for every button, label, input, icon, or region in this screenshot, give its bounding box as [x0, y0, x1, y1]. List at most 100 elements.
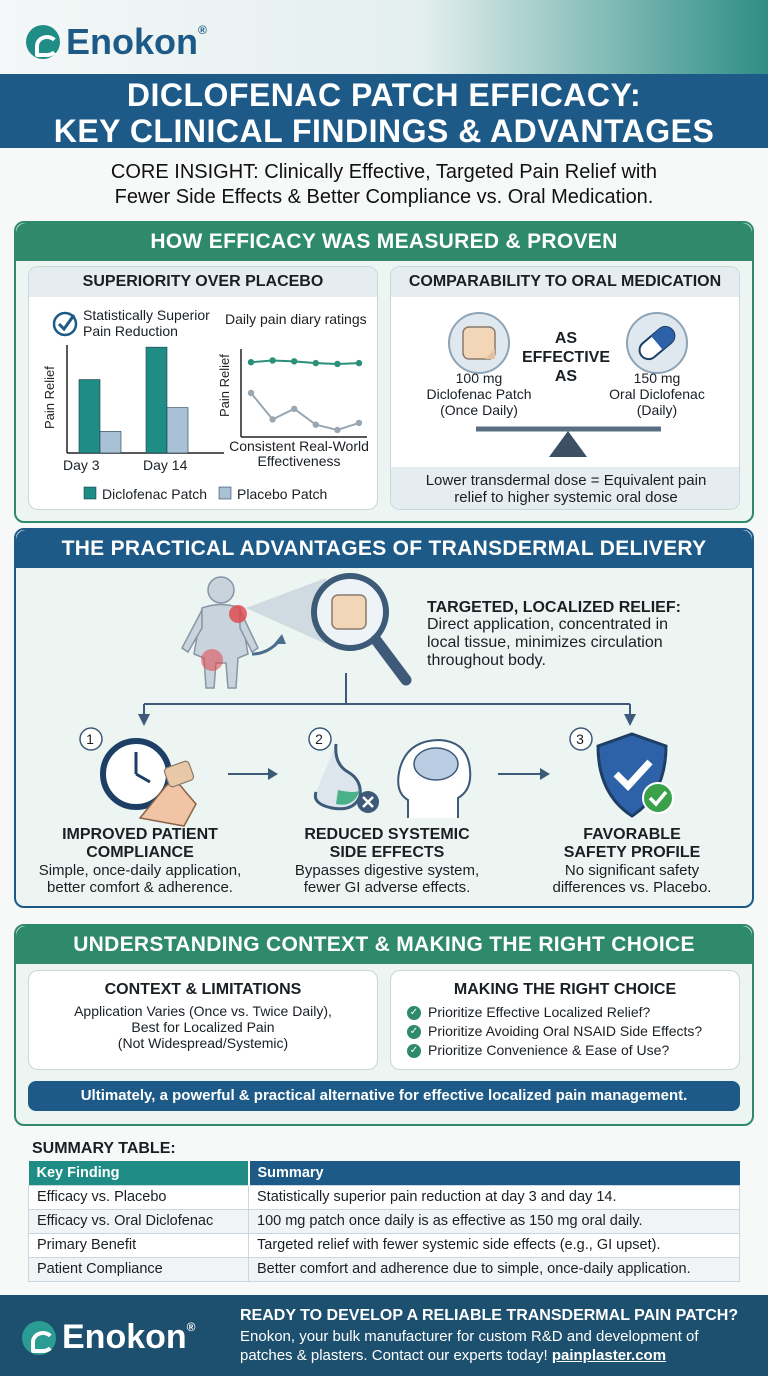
balance-scale-icon [476, 426, 661, 457]
line-caption-2: Effectiveness [257, 453, 341, 469]
benefit-compliance-title-1: IMPROVED PATIENT [62, 826, 218, 843]
center-line-2: EFFECTIVE [521, 349, 610, 366]
bar-ylabel: Pain Relief [42, 366, 57, 429]
choice-item: ✓ Prioritize Avoiding Oral NSAID Side Eff… [407, 1022, 739, 1041]
oral-note-line-1: Lower transdermal dose = Equivalent pain [425, 472, 707, 489]
bar-placebo-day3 [99, 431, 122, 454]
targeted-line-1: Direct application, concentrated in [427, 616, 669, 633]
summary-header-row: Key Finding Summary [28, 1161, 740, 1185]
benefit-compliance: IMPROVED PATIENT COMPLIANCE Simple, once… [20, 826, 260, 896]
context-heading: CONTEXT & LIMITATIONS [104, 981, 302, 998]
context-line-2: Best for Localized Pain [131, 1019, 275, 1035]
advantages-illustration [79, 573, 674, 827]
placebo-card-heading: SUPERIORITY OVER PLACEBO [29, 267, 377, 297]
footer-brand-name: Enokon [62, 1318, 187, 1356]
benefit-side-effects-desc-1: Bypasses digestive system, [294, 862, 480, 879]
footer-brand-registered: ® [186, 1320, 196, 1334]
footer-website-link[interactable]: painplaster.com [551, 1347, 667, 1364]
pain-spot-back [201, 649, 223, 671]
footer-text: Enokon, your bulk manufacturer for custo… [240, 1327, 699, 1365]
line-point-1-6 [355, 359, 363, 367]
oral-card-heading: COMPARABILITY TO ORAL MEDICATION [391, 267, 739, 297]
key-finding-cell: Patient Compliance [28, 1256, 249, 1282]
stomach-icon [313, 743, 379, 813]
choice-heading: MAKING THE RIGHT CHOICE [453, 981, 677, 998]
line-point-2-1 [247, 389, 255, 397]
benefit-safety-desc-1: No significant safety [564, 862, 700, 879]
check-icon: ✓ [407, 1005, 421, 1020]
benefit-side-effects: REDUCED SYSTEMIC SIDE EFFECTS Bypasses d… [267, 826, 507, 896]
oral-dose-line-3: (Daily) [636, 402, 678, 418]
oral-card: COMPARABILITY TO ORAL MEDICATION AS [390, 266, 740, 510]
line-point-2-3 [291, 405, 298, 413]
choice-text: Prioritize Avoiding Oral NSAID Side Effe… [428, 1023, 703, 1039]
check-circle-icon [52, 311, 78, 337]
step-number-1: 1 [86, 731, 94, 747]
pain-spot-shoulder [229, 605, 247, 623]
hand-patch-icon [138, 760, 197, 827]
legend-placebo-swatch [218, 486, 232, 500]
patch-dose-line-3: (Once Daily) [440, 402, 518, 418]
oral-note-bg [391, 467, 739, 509]
footer [0, 1295, 768, 1376]
section-efficacy-heading: HOW EFFICACY WAS MEASURED & PROVEN [16, 223, 752, 261]
choice-text: Prioritize Convenience & Ease of Use? [428, 1042, 670, 1058]
brand-name: Enokon [66, 21, 198, 62]
targeted-line-2: local tissue, minimizes circulation [427, 634, 663, 651]
check-icon: ✓ [407, 1024, 421, 1039]
line-series-1 [250, 359, 360, 365]
benefit-compliance-title-2: COMPLIANCE [86, 844, 194, 861]
top-bar [0, 0, 768, 74]
line-point-1-1 [247, 359, 255, 366]
key-finding-cell: Primary Benefit [28, 1232, 249, 1258]
body-silhouette-icon [181, 576, 259, 689]
oral-dose-line-2: Oral Diclofenac [609, 386, 705, 402]
line-point-2-5 [334, 426, 341, 434]
benefit-safety: FAVORABLE SAFETY PROFILE No significant … [512, 826, 752, 896]
choice-text: Prioritize Effective Localized Relief? [428, 1004, 651, 1020]
section-advantages-heading: THE PRACTICAL ADVANTAGES OF TRANSDERMAL … [16, 530, 752, 568]
footer-line-1: Enokon, your bulk manufacturer for custo… [240, 1328, 699, 1345]
bar-tick-day3: Day 3 [63, 457, 100, 473]
summary-table: Key Finding Summary Efficacy vs. Placebo… [28, 1161, 740, 1282]
line-point-2-2 [269, 416, 276, 423]
patch-dose-line-2: Diclofenac Patch [426, 386, 532, 402]
targeted-desc: Direct application, concentrated in loca… [427, 616, 668, 670]
benefit-safety-title-2: SAFETY PROFILE [563, 844, 701, 861]
oral-note: Lower transdermal dose = Equivalent pain… [391, 472, 739, 506]
oral-dose-label: 150 mg Oral Diclofenac (Daily) [587, 370, 727, 418]
patch-dose-line-1: 100 mg [455, 370, 503, 386]
enokon-logo-icon [26, 25, 60, 59]
step-number-2: 2 [315, 731, 323, 747]
bar-tick-day14: Day 14 [143, 457, 188, 473]
check-icon: ✓ [407, 1043, 421, 1058]
pill-capsule-icon [626, 312, 688, 374]
bar-placebo-day14 [166, 407, 189, 454]
magnify-beam [246, 578, 326, 644]
choice-list: ✓ Prioritize Effective Localized Relief? ✓… [407, 1003, 739, 1060]
key-finding-cell: Efficacy vs. Placebo [28, 1184, 249, 1210]
check-text-line-2: Pain Reduction [83, 323, 178, 339]
summary-cell: Targeted relief with fewer systemic side… [248, 1232, 740, 1258]
line-ylabel: Pain Relief [217, 354, 232, 417]
section-context-heading: UNDERSTANDING CONTEXT & MAKING THE RIGHT… [16, 926, 752, 964]
choice-item: ✓ Prioritize Convenience & Ease of Use? [407, 1041, 739, 1060]
footer-logo: Enokon ® [22, 1318, 196, 1357]
patch-dose-label: 100 mg Diclofenac Patch (Once Daily) [409, 370, 549, 418]
summary-cell: Statistically superior pain reduction at… [248, 1184, 740, 1210]
as-effective-as: AS EFFECTIVE AS [516, 329, 616, 386]
shield-check-icon [596, 732, 674, 818]
benefit-side-effects-title-1: REDUCED SYSTEMIC [304, 826, 470, 843]
legend-placebo-label: Placebo Patch [237, 486, 328, 502]
title-line-2: KEY CLINICAL FINDINGS & ADVANTAGES [53, 113, 715, 149]
benefit-side-effects-title-2: SIDE EFFECTS [329, 844, 445, 861]
line-point-2-4 [312, 421, 319, 428]
conclusion-banner: Ultimately, a powerful & practical alter… [28, 1081, 740, 1111]
context-card: CONTEXT & LIMITATIONS Application Varies… [28, 970, 378, 1070]
page-title: DICLOFENAC PATCH EFFICACY: KEY CLINICAL … [0, 74, 768, 149]
